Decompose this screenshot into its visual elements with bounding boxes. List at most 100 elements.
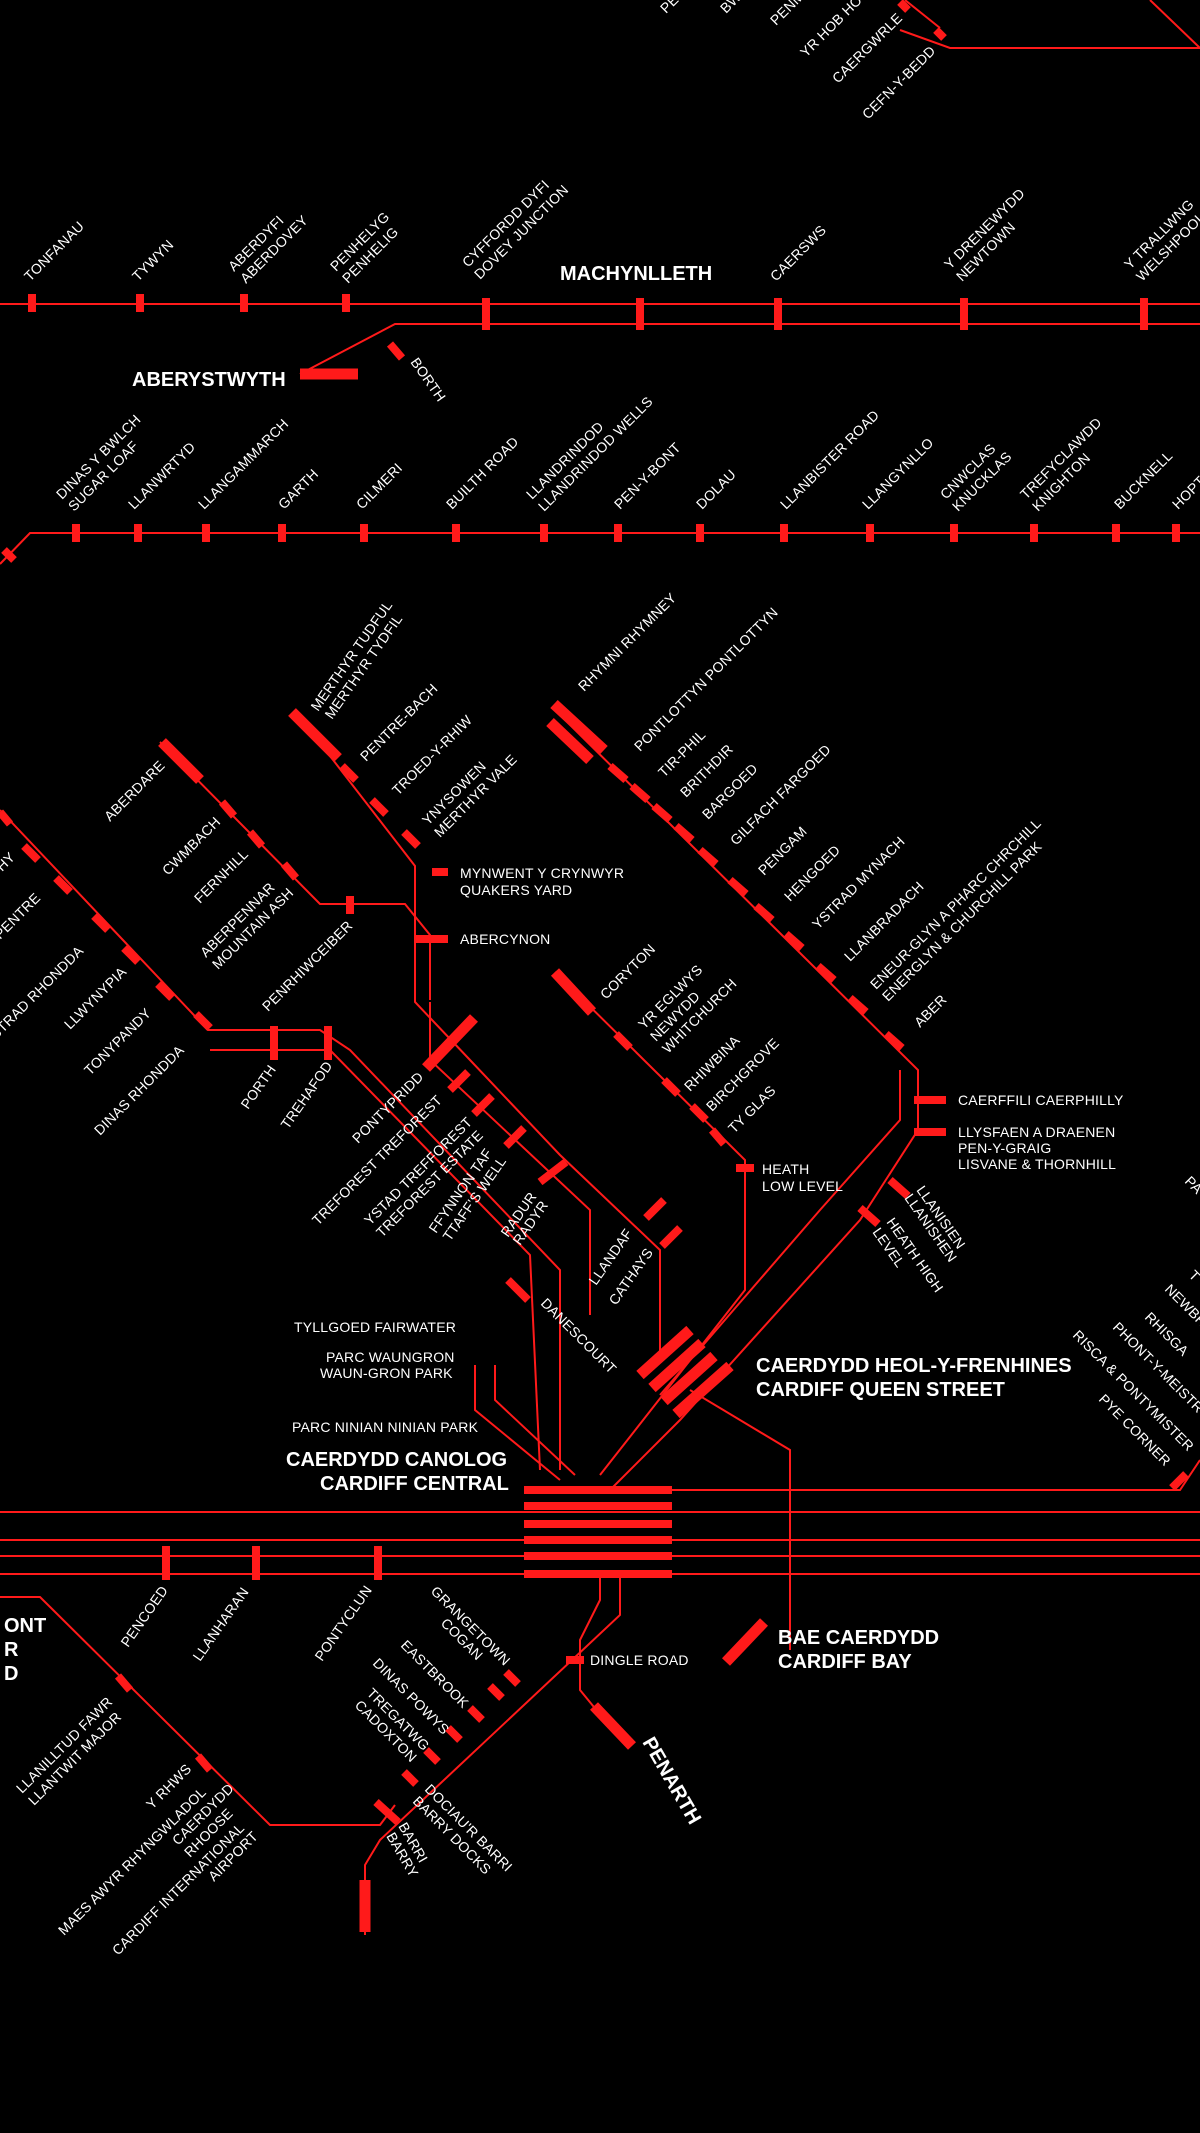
tick-dinas bbox=[155, 981, 175, 1001]
label-pen-y-bont: PEN-Y-BONT bbox=[611, 439, 684, 512]
tick-pentre-bach bbox=[339, 763, 359, 783]
tick-cathays bbox=[659, 1225, 683, 1249]
label-aberystwyth: ABERYSTWYTH bbox=[132, 369, 286, 391]
tick-barry bbox=[373, 1799, 401, 1825]
tick-ystrad bbox=[53, 875, 73, 895]
tick-rhondda-last bbox=[193, 1011, 213, 1031]
station-labels: PEN BW PENM YR HOB HO CAERGWRLE CEFN-Y-B… bbox=[0, 0, 1200, 1958]
label-dolau: DOLAU bbox=[693, 466, 739, 512]
label-pencoed: PENCOED bbox=[117, 1583, 171, 1650]
label-t-edge: T bbox=[1186, 1267, 1200, 1285]
rail-lines bbox=[0, 0, 1200, 1935]
label-central-2: CARDIFF CENTRAL bbox=[320, 1473, 509, 1495]
tick-treherbert bbox=[0, 809, 14, 827]
label-bridgend-1: ONT bbox=[4, 1615, 46, 1637]
label-dingle-road: DINGLE ROAD bbox=[590, 1652, 689, 1668]
label-ton-pentre: N PENTRE bbox=[0, 890, 43, 953]
label-rhymni: RHYMNI RHYMNEY bbox=[575, 589, 680, 694]
tick-cefn-y-bedd bbox=[933, 27, 947, 41]
line-ebbw bbox=[660, 1459, 1200, 1491]
label-danescourt: DANESCOURT bbox=[538, 1295, 620, 1377]
tick-pye-corner bbox=[1169, 1471, 1189, 1491]
label-penrhiwceiber: PENRHIWCEIBER bbox=[259, 917, 356, 1014]
tick-gilfach bbox=[697, 846, 719, 868]
tick-queen-st-4 bbox=[672, 1361, 734, 1419]
line-aberdare bbox=[159, 741, 431, 1000]
tick-pengam bbox=[727, 876, 749, 898]
tick-energlyn bbox=[847, 994, 869, 1016]
tick-cwmbach bbox=[218, 799, 238, 819]
label-rhoose-2: MAES AWYR RHYNGWLADOL bbox=[55, 1784, 209, 1938]
line-city bbox=[474, 1365, 576, 1481]
tick-heath-high bbox=[857, 1205, 881, 1227]
tick-coryton bbox=[550, 968, 597, 1016]
label-garth: GARTH bbox=[275, 466, 321, 512]
line-wrexham bbox=[899, 0, 1200, 49]
tick-queen-st-3 bbox=[660, 1351, 718, 1406]
label-bridgend-3: D bbox=[4, 1663, 18, 1685]
tick-merthyr-vale bbox=[401, 829, 421, 849]
tick-merthyr bbox=[288, 708, 342, 762]
label-hopton: HOPT bbox=[1169, 473, 1200, 513]
tick-ton-pentre bbox=[21, 843, 41, 863]
label-quakers-2: QUAKERS YARD bbox=[460, 882, 572, 898]
label-quakers-1: MYNWENT Y CRYNWYR bbox=[460, 865, 624, 881]
cardiff-central-platforms bbox=[524, 1486, 672, 1578]
label-lisvane-3: LISVANE & THORNHILL bbox=[958, 1156, 1116, 1172]
tick-whitchurch bbox=[613, 1031, 633, 1051]
label-pen: PEN bbox=[657, 0, 689, 16]
tick-brithdir bbox=[651, 802, 673, 824]
label-cardiff-bay-1: BAE CAERDYDD bbox=[778, 1627, 939, 1649]
label-bucknell: BUCKNELL bbox=[1111, 447, 1176, 512]
label-llanharan: LLANHARAN bbox=[189, 1584, 251, 1663]
label-pa-edge: PA bbox=[1182, 1173, 1200, 1197]
tick-cardiff-bay bbox=[722, 1618, 768, 1666]
tick-rhiwbina bbox=[661, 1077, 681, 1097]
tick-troed-y-rhiw bbox=[369, 797, 389, 817]
tick-birchgrove bbox=[689, 1103, 709, 1123]
label-cardiff-bay-2: CARDIFF BAY bbox=[778, 1651, 912, 1673]
label-gilfach: GILFACH FARGOED bbox=[727, 741, 834, 848]
label-caersws: CAERSWS bbox=[767, 222, 829, 284]
tick-queen-st-1 bbox=[636, 1325, 694, 1380]
tick-cogan bbox=[487, 1683, 505, 1701]
tick-cadoxton bbox=[423, 1747, 441, 1765]
tick-taffs-well bbox=[503, 1125, 527, 1149]
tick-llanishen bbox=[887, 1177, 911, 1199]
label-birchgrove: BIRCHGROVE bbox=[703, 1035, 782, 1114]
tick-llwynypia bbox=[91, 913, 111, 933]
tick-borth bbox=[386, 341, 406, 361]
tick-aber bbox=[883, 1030, 905, 1052]
tick-pontlottyn bbox=[607, 762, 629, 784]
label-llangynllo: LLANGYNLLO bbox=[859, 434, 937, 512]
label-lisvane-2: PEN-Y-GRAIG bbox=[958, 1140, 1051, 1156]
label-ninian-park: PARC NINIAN NINIAN PARK bbox=[292, 1419, 479, 1435]
tick-hengoed bbox=[753, 902, 775, 924]
tick-rhoose bbox=[194, 1753, 214, 1773]
label-waun-gron-2: WAUN-GRON PARK bbox=[320, 1365, 453, 1381]
line-vale-of-glamorgan bbox=[0, 1596, 396, 1826]
tick-ty-glas bbox=[708, 1127, 728, 1147]
tick-llanbradach bbox=[815, 962, 837, 984]
tick-mountain-ash bbox=[280, 861, 300, 881]
label-lisvane-1: LLYSFAEN A DRAENEN bbox=[958, 1124, 1115, 1140]
tick-treforest bbox=[447, 1069, 471, 1093]
label-porth: PORTH bbox=[237, 1062, 279, 1112]
line-coryton bbox=[554, 971, 746, 1476]
tick-tir-phil bbox=[629, 782, 651, 804]
label-bridgend-2: R bbox=[4, 1639, 19, 1661]
tick-penarth bbox=[590, 1702, 636, 1750]
label-fairwater: TYLLGOED FAIRWATER bbox=[294, 1319, 456, 1335]
label-waun-gron-1: PARC WAUNGRON bbox=[326, 1349, 455, 1365]
label-central-1: CAERDYDD CANOLOG bbox=[286, 1449, 507, 1471]
label-queen-st-2: CARDIFF QUEEN STREET bbox=[756, 1379, 1005, 1401]
tick-treforest-estate bbox=[471, 1093, 495, 1117]
line-rhymney bbox=[554, 709, 919, 1491]
label-aber: ABER bbox=[911, 991, 950, 1030]
tick-radyr bbox=[537, 1158, 569, 1186]
label-tonypandy: TONYPANDY bbox=[81, 1005, 155, 1079]
line-merthyr bbox=[295, 711, 661, 1360]
label-builth: BUILTH ROAD bbox=[443, 433, 522, 512]
label-coryton: CORYTON bbox=[597, 941, 658, 1002]
